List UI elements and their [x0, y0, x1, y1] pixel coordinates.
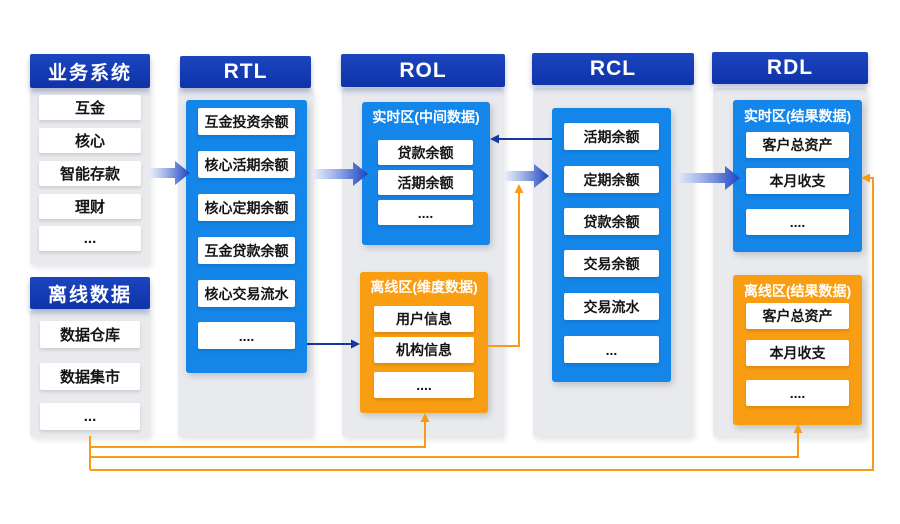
rol-header: ROL — [341, 54, 505, 87]
rtl-item: .... — [198, 322, 295, 349]
rdl-realtime-item: .... — [746, 209, 849, 235]
rdl-realtime-item: 客户总资产 — [746, 132, 849, 158]
rdl-offline-item: 本月收支 — [746, 340, 849, 366]
offline-item: 数据仓库 — [40, 321, 140, 348]
rol-offline-item: 用户信息 — [374, 306, 474, 332]
rtl-item: 核心定期余额 — [198, 194, 295, 221]
business-item: 理财 — [39, 194, 141, 219]
rdl-offline-item: .... — [746, 380, 849, 406]
rol-offline-item: .... — [374, 372, 474, 398]
rtl-item: 互金贷款余额 — [198, 237, 295, 264]
offline-item: ... — [40, 403, 140, 430]
rol-realtime-item: 活期余额 — [378, 170, 473, 195]
rtl-item: 核心交易流水 — [198, 280, 295, 307]
business-item: 互金 — [39, 95, 141, 120]
rcl-header: RCL — [532, 53, 694, 85]
rol-realtime-item: 贷款余额 — [378, 140, 473, 165]
orange-rol-offline-up-head-icon — [514, 184, 524, 193]
rcl-item: 交易流水 — [564, 293, 659, 320]
rol-realtime-title: 实时区(中间数据) — [372, 109, 480, 125]
business-header: 业务系统 — [30, 54, 150, 88]
business-item: ... — [39, 226, 141, 251]
rcl-item: ... — [564, 336, 659, 363]
rdl-realtime-item: 本月收支 — [746, 168, 849, 194]
rcl-item: 定期余额 — [564, 166, 659, 193]
business-item: 核心 — [39, 128, 141, 153]
rcl-item: 贷款余额 — [564, 208, 659, 235]
rtl-item: 互金投资余额 — [198, 108, 295, 135]
rcl-item: 活期余额 — [564, 123, 659, 150]
business-item: 智能存款 — [39, 161, 141, 186]
rdl-offline-title: 离线区(结果数据) — [743, 283, 852, 299]
rdl-offline-item: 客户总资产 — [746, 303, 849, 329]
rol-realtime-item: .... — [378, 200, 473, 225]
rcl-item: 交易余额 — [564, 250, 659, 277]
offline-header: 离线数据 — [30, 277, 150, 309]
rtl-header: RTL — [180, 56, 311, 88]
rdl-header: RDL — [712, 52, 868, 84]
offline-item: 数据集市 — [40, 363, 140, 390]
rtl-item: 核心活期余额 — [198, 151, 295, 178]
rol-offline-item: 机构信息 — [374, 337, 474, 363]
rdl-realtime-title: 实时区(结果数据) — [743, 108, 852, 124]
rol-offline-title: 离线区(维度数据) — [370, 279, 478, 295]
